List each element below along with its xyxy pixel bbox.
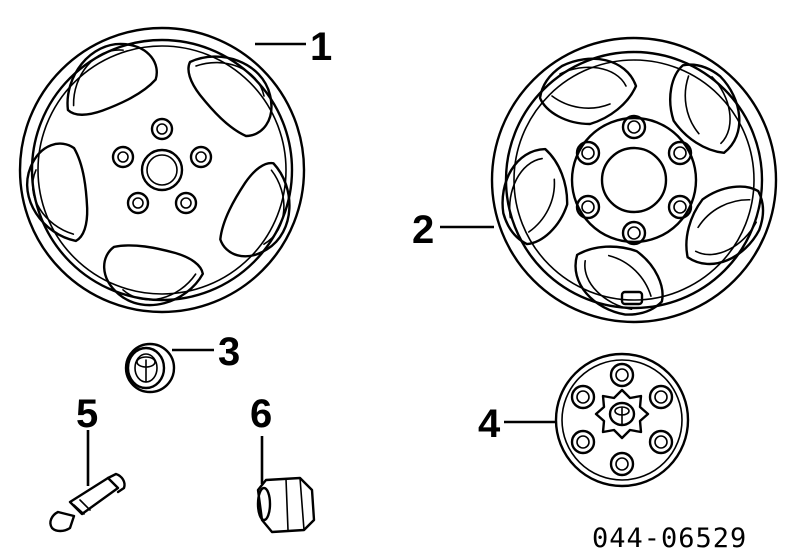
valve-stem (49, 472, 126, 533)
wheel-hub (570, 114, 698, 246)
wheel-spoke-window (187, 55, 273, 138)
center-cap (124, 342, 176, 394)
wheel-hub (111, 117, 213, 215)
label-part-3: 3 (218, 330, 240, 374)
hub-cover (554, 352, 690, 488)
lug-nut (256, 476, 316, 534)
label-part-5: 5 (76, 392, 98, 436)
wheel-alloy-five-spoke (5, 26, 306, 328)
reference-code: 044-06529 (592, 523, 747, 554)
wheel-spoke-window (538, 57, 638, 126)
label-part-2: 2 (412, 208, 434, 252)
wheel-six-lug (488, 36, 783, 335)
label-part-1: 1 (310, 25, 332, 69)
label-part-6: 6 (250, 392, 272, 436)
label-part-4: 4 (478, 402, 501, 446)
